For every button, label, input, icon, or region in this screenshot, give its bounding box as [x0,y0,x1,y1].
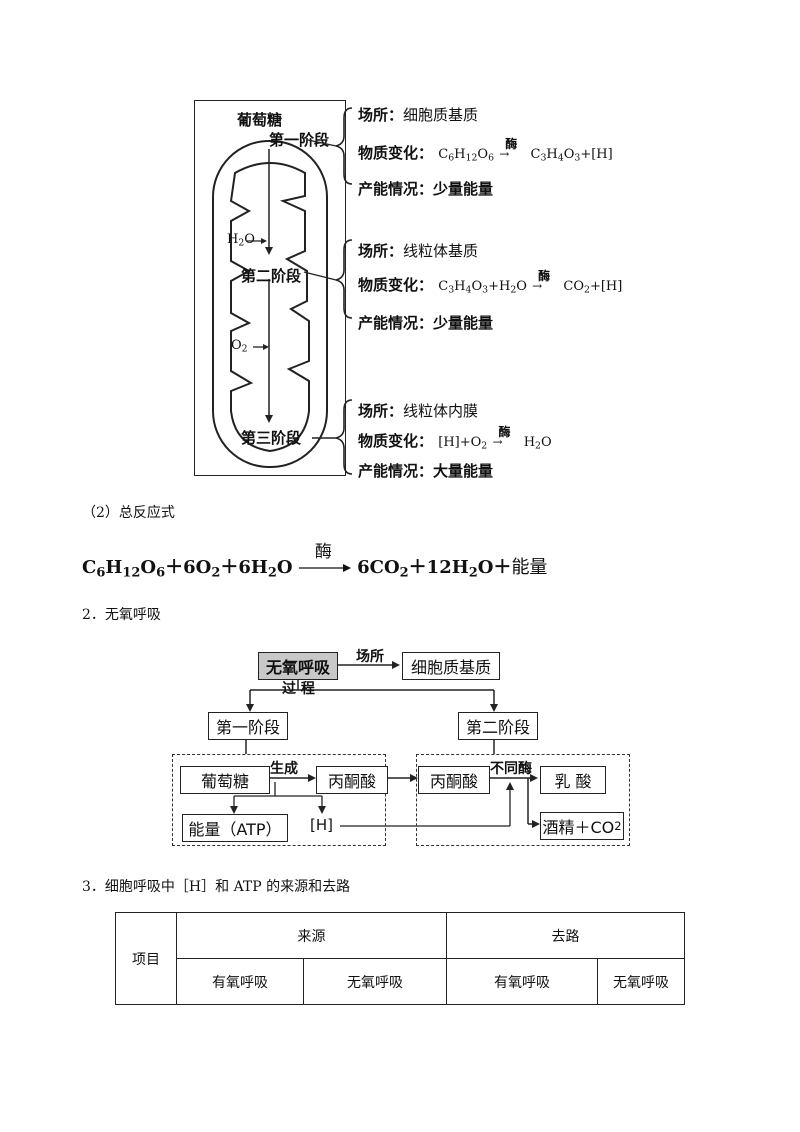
total-reaction-heading: （2）总反应式 [82,505,175,521]
stage3-energy: 产能情况：大量能量 [358,462,494,480]
anaerobic-glucose-box: 葡萄糖 [180,766,270,794]
anaerobic-stage2-box: 第二阶段 [458,712,538,740]
stage1-place: 场所：细胞质基质 [358,106,479,124]
lactic-acid-box: 乳 酸 [540,766,606,794]
anaerobic-h-label: [H] [310,816,333,834]
stage2-energy: 产能情况：少量能量 [358,314,494,332]
section2-heading: 2．无氧呼吸 [82,607,161,623]
anaerobic-title-box: 无氧呼吸 [258,652,338,680]
table-destination-aerobic: 有氧呼吸 [446,958,598,1005]
anaerobic-pyruvate2-box: 丙酮酸 [418,766,490,794]
anaerobic-energy-box: 能量（ATP） [182,814,288,842]
mito-stage3-label: 第三阶段 [241,429,302,447]
table-destination-header: 去路 [446,912,685,959]
anaerobic-pyruvate-box: 丙酮酸 [316,766,388,794]
mito-h2o-label: H2O [227,232,255,249]
equation-enzyme: 酶 [314,542,332,562]
overall-equation: C6H12O6＋6O2＋6H2O 酶 6CO2＋12H2O＋能量 [82,542,547,581]
stage2-change: 物质变化： C3H4O3+H2O 酶 → CO2+[H] [358,269,623,296]
anaerobic-place-label: 场所 [356,649,384,665]
stage-braces [303,107,353,475]
stage1-dashed-region [172,754,386,846]
mito-stage1-label: 第一阶段 [269,131,330,149]
table-item-header: 项目 [115,912,177,1005]
stage3-place: 场所：线粒体内膜 [358,402,479,420]
table-source-aerobic: 有氧呼吸 [176,958,304,1005]
produce-label: 生成 [270,761,298,777]
anaerobic-place-box: 细胞质基质 [402,652,500,680]
stage1-change: 物质变化： C6H12O6 酶 → C3H4O3+[H] [358,137,613,164]
stage2-place: 场所：线粒体基质 [358,242,479,260]
anaerobic-process-label: 过 程 [282,681,315,697]
stage3-change: 物质变化： [H]+O2 酶 → H2O [358,425,552,452]
mito-glucose-label: 葡萄糖 [237,111,283,129]
mito-stage2-label: 第二阶段 [241,267,302,285]
mitochondrion-drawing [212,140,328,468]
table-source-header: 来源 [176,912,447,959]
table-source-anaerobic: 无氧呼吸 [303,958,447,1005]
h-atp-table: 项目 来源 去路 有氧呼吸 无氧呼吸 有氧呼吸 无氧呼吸 [115,912,685,1005]
table-destination-anaerobic: 无氧呼吸 [597,958,685,1005]
stage2-dashed-region [416,754,630,846]
anaerobic-stage1-box: 第一阶段 [208,712,288,740]
mito-o2-label: O2 [231,338,248,355]
anaerobic-connectors [230,661,540,828]
stage1-energy: 产能情况：少量能量 [358,180,494,198]
diff-enzyme-label: 不同酶 [490,761,532,777]
mitochondrion-diagram: 葡萄糖 第一阶段 H2O 第二阶段 O2 第三阶段 [194,100,346,476]
section3-heading: 3．细胞呼吸中［H］和 ATP 的来源和去路 [82,879,351,895]
